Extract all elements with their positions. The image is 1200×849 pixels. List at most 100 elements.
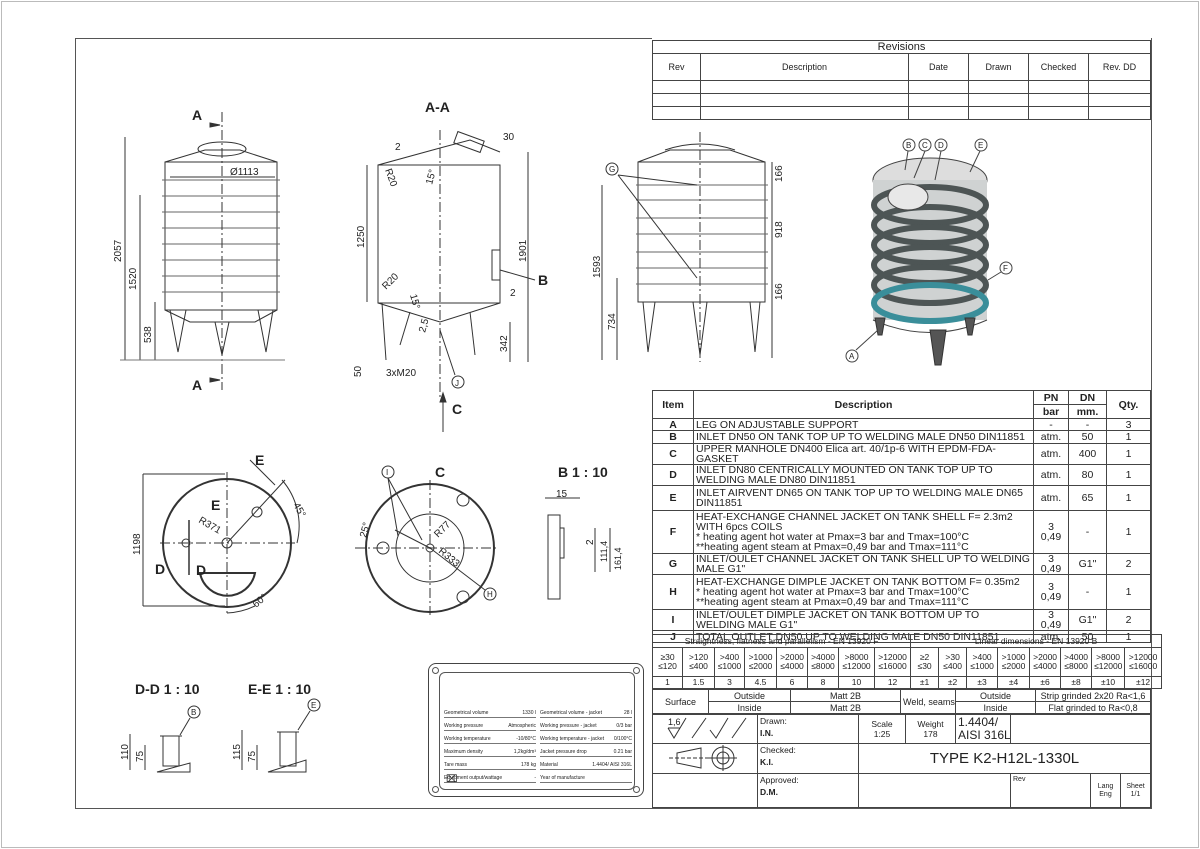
nameplate-label: Maximum density xyxy=(444,749,483,755)
dn-cell: - xyxy=(1068,574,1107,610)
linear-value: ±1 xyxy=(910,676,940,689)
nameplate-label: Geometrical volume - jacket xyxy=(540,710,602,716)
weld-outside-value: Strip grinded 2x20 Ra<1,6 xyxy=(1035,689,1151,702)
dn-cell: 80 xyxy=(1068,464,1107,486)
dim-30: 30 xyxy=(503,132,515,143)
dim-75-e: 75 xyxy=(247,750,258,762)
surface-inside-value: Matt 2B xyxy=(790,701,901,714)
bottom-view-title: C xyxy=(435,464,445,480)
roughness-value: 1,6 xyxy=(668,717,681,727)
detail-e-callout: E xyxy=(311,701,316,710)
description-header: Description xyxy=(693,390,1034,419)
item-cell: A xyxy=(652,418,694,431)
callout-h: H xyxy=(487,590,493,599)
linear-value: ±2 xyxy=(938,676,968,689)
nameplate-label: Geometrical volume xyxy=(444,710,489,716)
dn-cell: - xyxy=(1068,418,1107,431)
top-view: 1198 E E D D 45° R371 60° xyxy=(132,452,307,615)
radius-r371: R371 xyxy=(197,515,224,537)
detail-e-title: E-E 1 : 10 xyxy=(248,681,311,697)
sheet-label: Sheet xyxy=(1126,782,1145,790)
linear-range: ≥2 ≤30 xyxy=(910,647,940,677)
qty-cell: 2 xyxy=(1106,553,1151,575)
dim-75-d: 75 xyxy=(135,750,146,762)
heating-coils xyxy=(871,184,989,324)
qty-cell: 3 xyxy=(1106,418,1151,431)
dim-166-bottom: 166 xyxy=(774,283,785,300)
linear-range: >1000 ≤2000 xyxy=(997,647,1031,677)
pn-cell: atm. xyxy=(1033,485,1069,511)
item-cell: G xyxy=(652,553,694,575)
pn-cell: 3 0,49 xyxy=(1033,553,1069,575)
dim-1593: 1593 xyxy=(592,255,603,278)
nameplate-value: 0/100°C xyxy=(613,736,632,742)
linear-value: ±8 xyxy=(1060,676,1093,689)
screw-hole xyxy=(432,786,439,793)
first-angle-projection-icon xyxy=(669,744,737,771)
dim-1901: 1901 xyxy=(518,239,529,262)
revisions-table: Revisions Rev Description Date Drawn Che… xyxy=(652,40,1151,120)
front-view: A A Ø1113 2057 1520 538 xyxy=(113,107,285,393)
straightness-range: >2000 ≤4000 xyxy=(776,647,808,677)
mark-e-inner: E xyxy=(211,497,220,513)
detail-d-title: D-D 1 : 10 xyxy=(135,681,200,697)
item-cell: B xyxy=(652,430,694,444)
bottom-view-c: C I H 25° R77 R333 xyxy=(355,464,498,615)
iso-callout-b: B xyxy=(906,141,911,150)
recycle-bin-icon: ⌧ xyxy=(446,774,458,785)
sheet-value: 1/1 xyxy=(1130,790,1141,798)
dn-cell: G1" xyxy=(1068,609,1107,631)
pn-cell: atm. xyxy=(1033,430,1069,444)
dim-1198: 1198 xyxy=(132,533,143,555)
linear-range: >30 ≤400 xyxy=(938,647,968,677)
linear-range: >8000 ≤12000 xyxy=(1091,647,1126,677)
angle-25: 25° xyxy=(358,521,373,538)
dim-166-top: 166 xyxy=(774,165,785,182)
inlet-b xyxy=(491,249,501,281)
item-header: Item xyxy=(652,390,694,419)
nameplate-row: Equipment output/wattage- xyxy=(444,774,536,783)
callout-g xyxy=(605,162,619,176)
description-cell: INLET/OULET DIMPLE JACKET ON TANK BOTTOM… xyxy=(693,609,1034,631)
callout-b: B xyxy=(538,272,548,288)
nameplate-label: Jacket pressure drop xyxy=(540,749,587,755)
iso-callout-e: E xyxy=(978,141,983,150)
surface-finish-table: Surface Outside Matt 2B Weld, seams Outs… xyxy=(652,689,1151,714)
straightness-value: 4.5 xyxy=(744,676,777,689)
straightness-title: Straightness, flatness and parallelism -… xyxy=(651,634,912,648)
straightness-value: 1 xyxy=(652,676,683,689)
linear-range: >4000 ≤8000 xyxy=(1060,647,1093,677)
pn-unit: bar xyxy=(1033,404,1069,419)
radius-r333: R333 xyxy=(436,546,462,570)
section-a-a-view: A-A 30 2 15° R20 1250 1901 R20 15° 2,5 2… xyxy=(353,99,548,432)
angle-60: 60° xyxy=(251,592,270,610)
angle-45: 45° xyxy=(290,501,307,520)
straightness-value: 1.5 xyxy=(682,676,715,689)
scale-value: 1:25 xyxy=(873,729,891,739)
callout-j xyxy=(451,375,465,389)
lang-label: Lang xyxy=(1097,782,1114,790)
nameplate-label: Working pressure - jacket xyxy=(540,723,597,729)
qty-cell: 1 xyxy=(1106,485,1151,511)
item-cell: I xyxy=(652,609,694,631)
thread-label: 3xM20 xyxy=(386,368,416,379)
drawn-cell: Drawn:I.N. xyxy=(757,714,859,744)
nameplate-value: -10/80°C xyxy=(516,736,536,742)
linear-range: >2000 ≤4000 xyxy=(1029,647,1062,677)
weld-inside-value: Flat grinded to Ra<0,8 xyxy=(1035,701,1151,714)
